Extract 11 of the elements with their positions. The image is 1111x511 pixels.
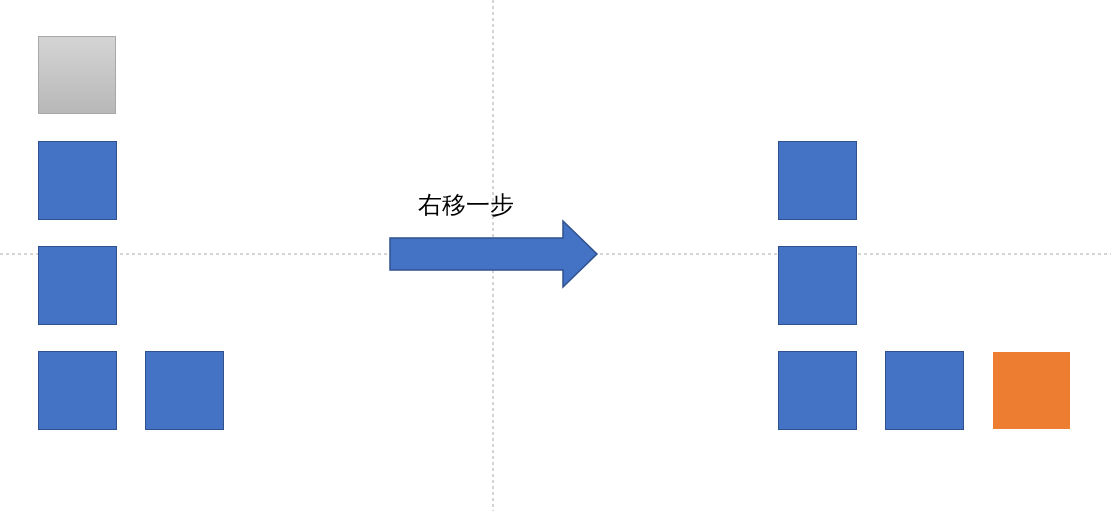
square-block — [38, 36, 116, 114]
square-block — [38, 351, 117, 430]
square-block — [38, 246, 117, 325]
square-block — [38, 141, 117, 220]
arrow-caption: 右移一步 — [418, 190, 514, 221]
square-block — [778, 141, 857, 220]
square-block — [778, 246, 857, 325]
square-block — [885, 351, 964, 430]
square-block — [778, 351, 857, 430]
square-block — [145, 351, 224, 430]
square-block — [993, 352, 1070, 429]
